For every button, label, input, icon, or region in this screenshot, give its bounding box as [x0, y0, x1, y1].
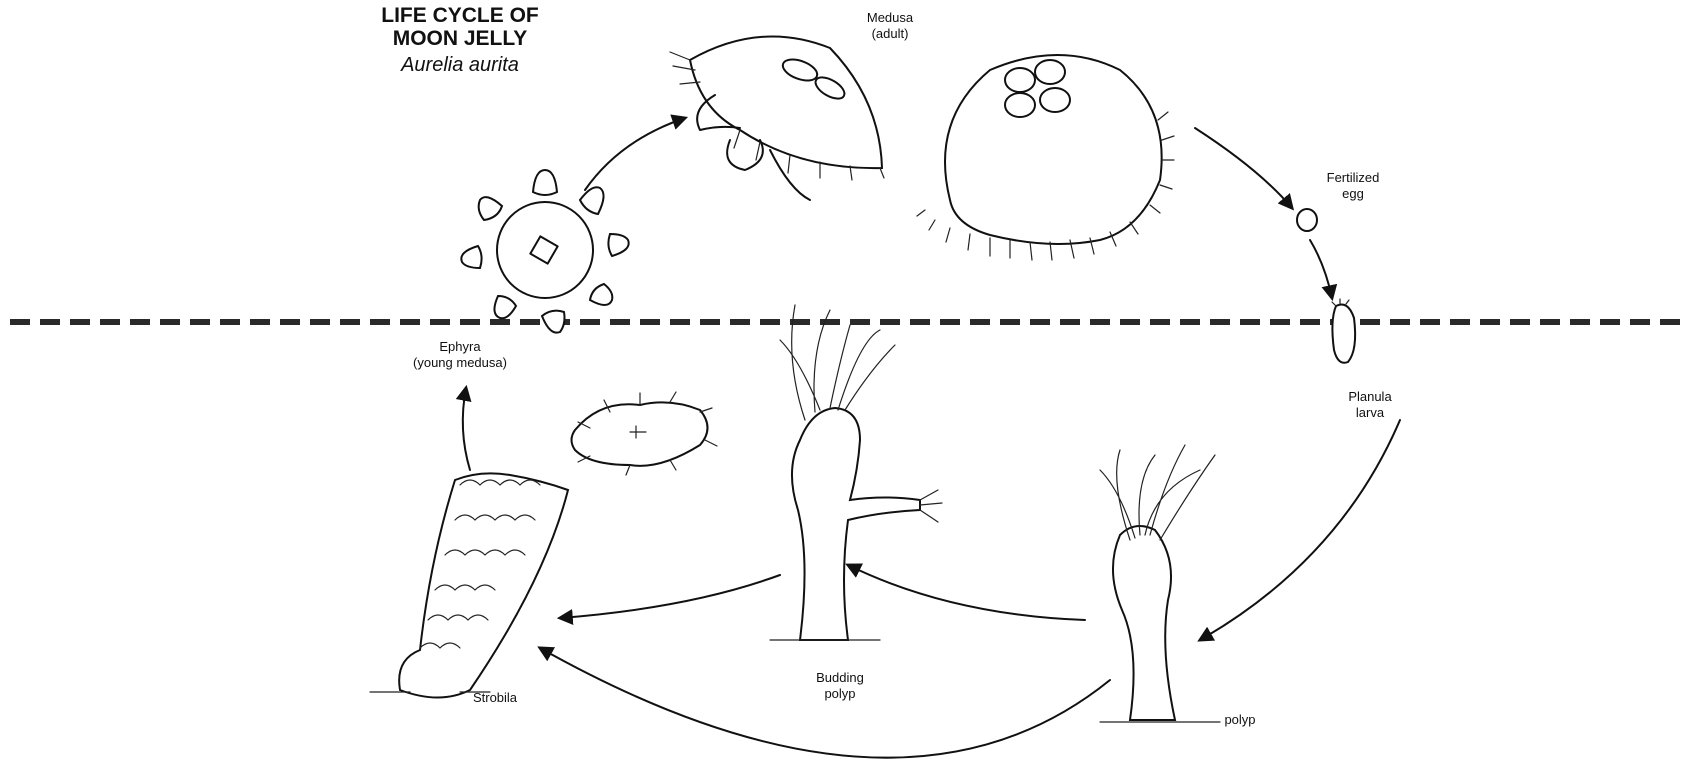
arrow-polyp-to-budding [848, 565, 1085, 620]
label-egg-line-2: egg [1308, 186, 1398, 202]
arrow-medusa-to-egg [1195, 128, 1292, 208]
arrow-planula-to-polyp [1200, 420, 1400, 640]
label-planula-line-2: larva [1330, 405, 1410, 421]
label-ephyra-line-2: (young medusa) [390, 355, 530, 371]
label-medusa-line-2: (adult) [835, 26, 945, 42]
arrow-egg-to-planula [1310, 240, 1332, 298]
label-planula-larva: Planula larva [1330, 389, 1410, 421]
medusa-bell-illustration [917, 55, 1174, 260]
scientific-name: Aurelia aurita [370, 54, 550, 77]
strobila-illustration [370, 473, 568, 697]
planula-larva-illustration [1332, 299, 1355, 363]
label-ephyra: Ephyra (young medusa) [390, 339, 530, 371]
fertilized-egg-illustration [1297, 209, 1317, 231]
title-line-2: MOON JELLY [370, 27, 550, 50]
label-polyp: polyp [1210, 712, 1270, 728]
ephyra-illustration [461, 170, 628, 333]
arrow-polyp-to-strobila [540, 648, 1110, 758]
arrow-ephyra-to-medusa [585, 118, 685, 190]
label-planula-line-1: Planula [1330, 389, 1410, 405]
arrow-strobila-to-ephyra [463, 388, 470, 470]
label-strobila: Strobila [455, 690, 535, 706]
arrow-budding-to-strobila [560, 575, 780, 618]
label-budding-polyp: Budding polyp [795, 670, 885, 702]
polyp-illustration [1100, 445, 1220, 722]
free-ephyra-illustration [572, 392, 718, 475]
label-budding-line-2: polyp [795, 686, 885, 702]
label-medusa-line-1: Medusa [835, 10, 945, 26]
budding-polyp-illustration [770, 305, 942, 640]
label-medusa: Medusa (adult) [835, 10, 945, 42]
title-line-1: LIFE CYCLE OF [370, 4, 550, 27]
label-fertilized-egg: Fertilized egg [1308, 170, 1398, 202]
label-egg-line-1: Fertilized [1308, 170, 1398, 186]
medusa-side-illustration [670, 36, 884, 200]
label-budding-line-1: Budding [795, 670, 885, 686]
diagram-title: LIFE CYCLE OF MOON JELLY [370, 4, 550, 50]
label-ephyra-line-1: Ephyra [390, 339, 530, 355]
